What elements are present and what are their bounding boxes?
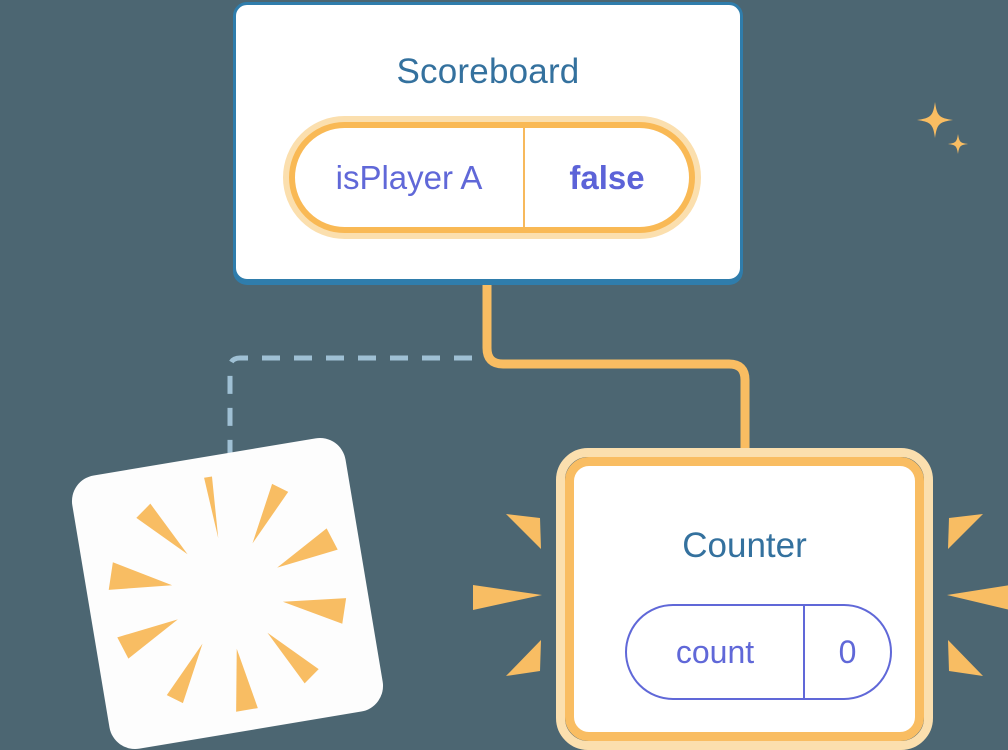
pill-divider: [523, 128, 525, 227]
counter-prop-name: count: [675, 633, 755, 670]
connector-scoreboard-to-counter: [482, 282, 750, 458]
sparkle-group: [917, 102, 968, 154]
sparkle-star-large-icon: [917, 102, 953, 138]
pill-ring: isPlayer A false: [289, 122, 695, 233]
scoreboard-prop-pill[interactable]: isPlayer A false: [283, 116, 701, 239]
scoreboard-title: Scoreboard: [396, 52, 580, 91]
scoreboard-prop-value: false: [569, 158, 645, 196]
scoreboard-prop-name: isPlayer A: [335, 158, 483, 196]
pill-glow-ring: [283, 116, 701, 239]
counter-card-inner: Counter count 0: [565, 457, 924, 741]
sparkle-star-small-icon: [948, 134, 968, 154]
counter-card[interactable]: Counter count 0: [556, 448, 933, 750]
counter-prop-pill[interactable]: count 0: [625, 604, 892, 700]
connector-scoreboard-to-ghost: [227, 355, 472, 470]
counter-prop-value: 0: [838, 633, 857, 670]
counter-title: Counter: [682, 526, 807, 565]
ghost-card[interactable]: [68, 434, 387, 750]
counter-pill-divider: [803, 606, 805, 698]
scoreboard-card[interactable]: Scoreboard isPlayer A false: [233, 2, 968, 282]
